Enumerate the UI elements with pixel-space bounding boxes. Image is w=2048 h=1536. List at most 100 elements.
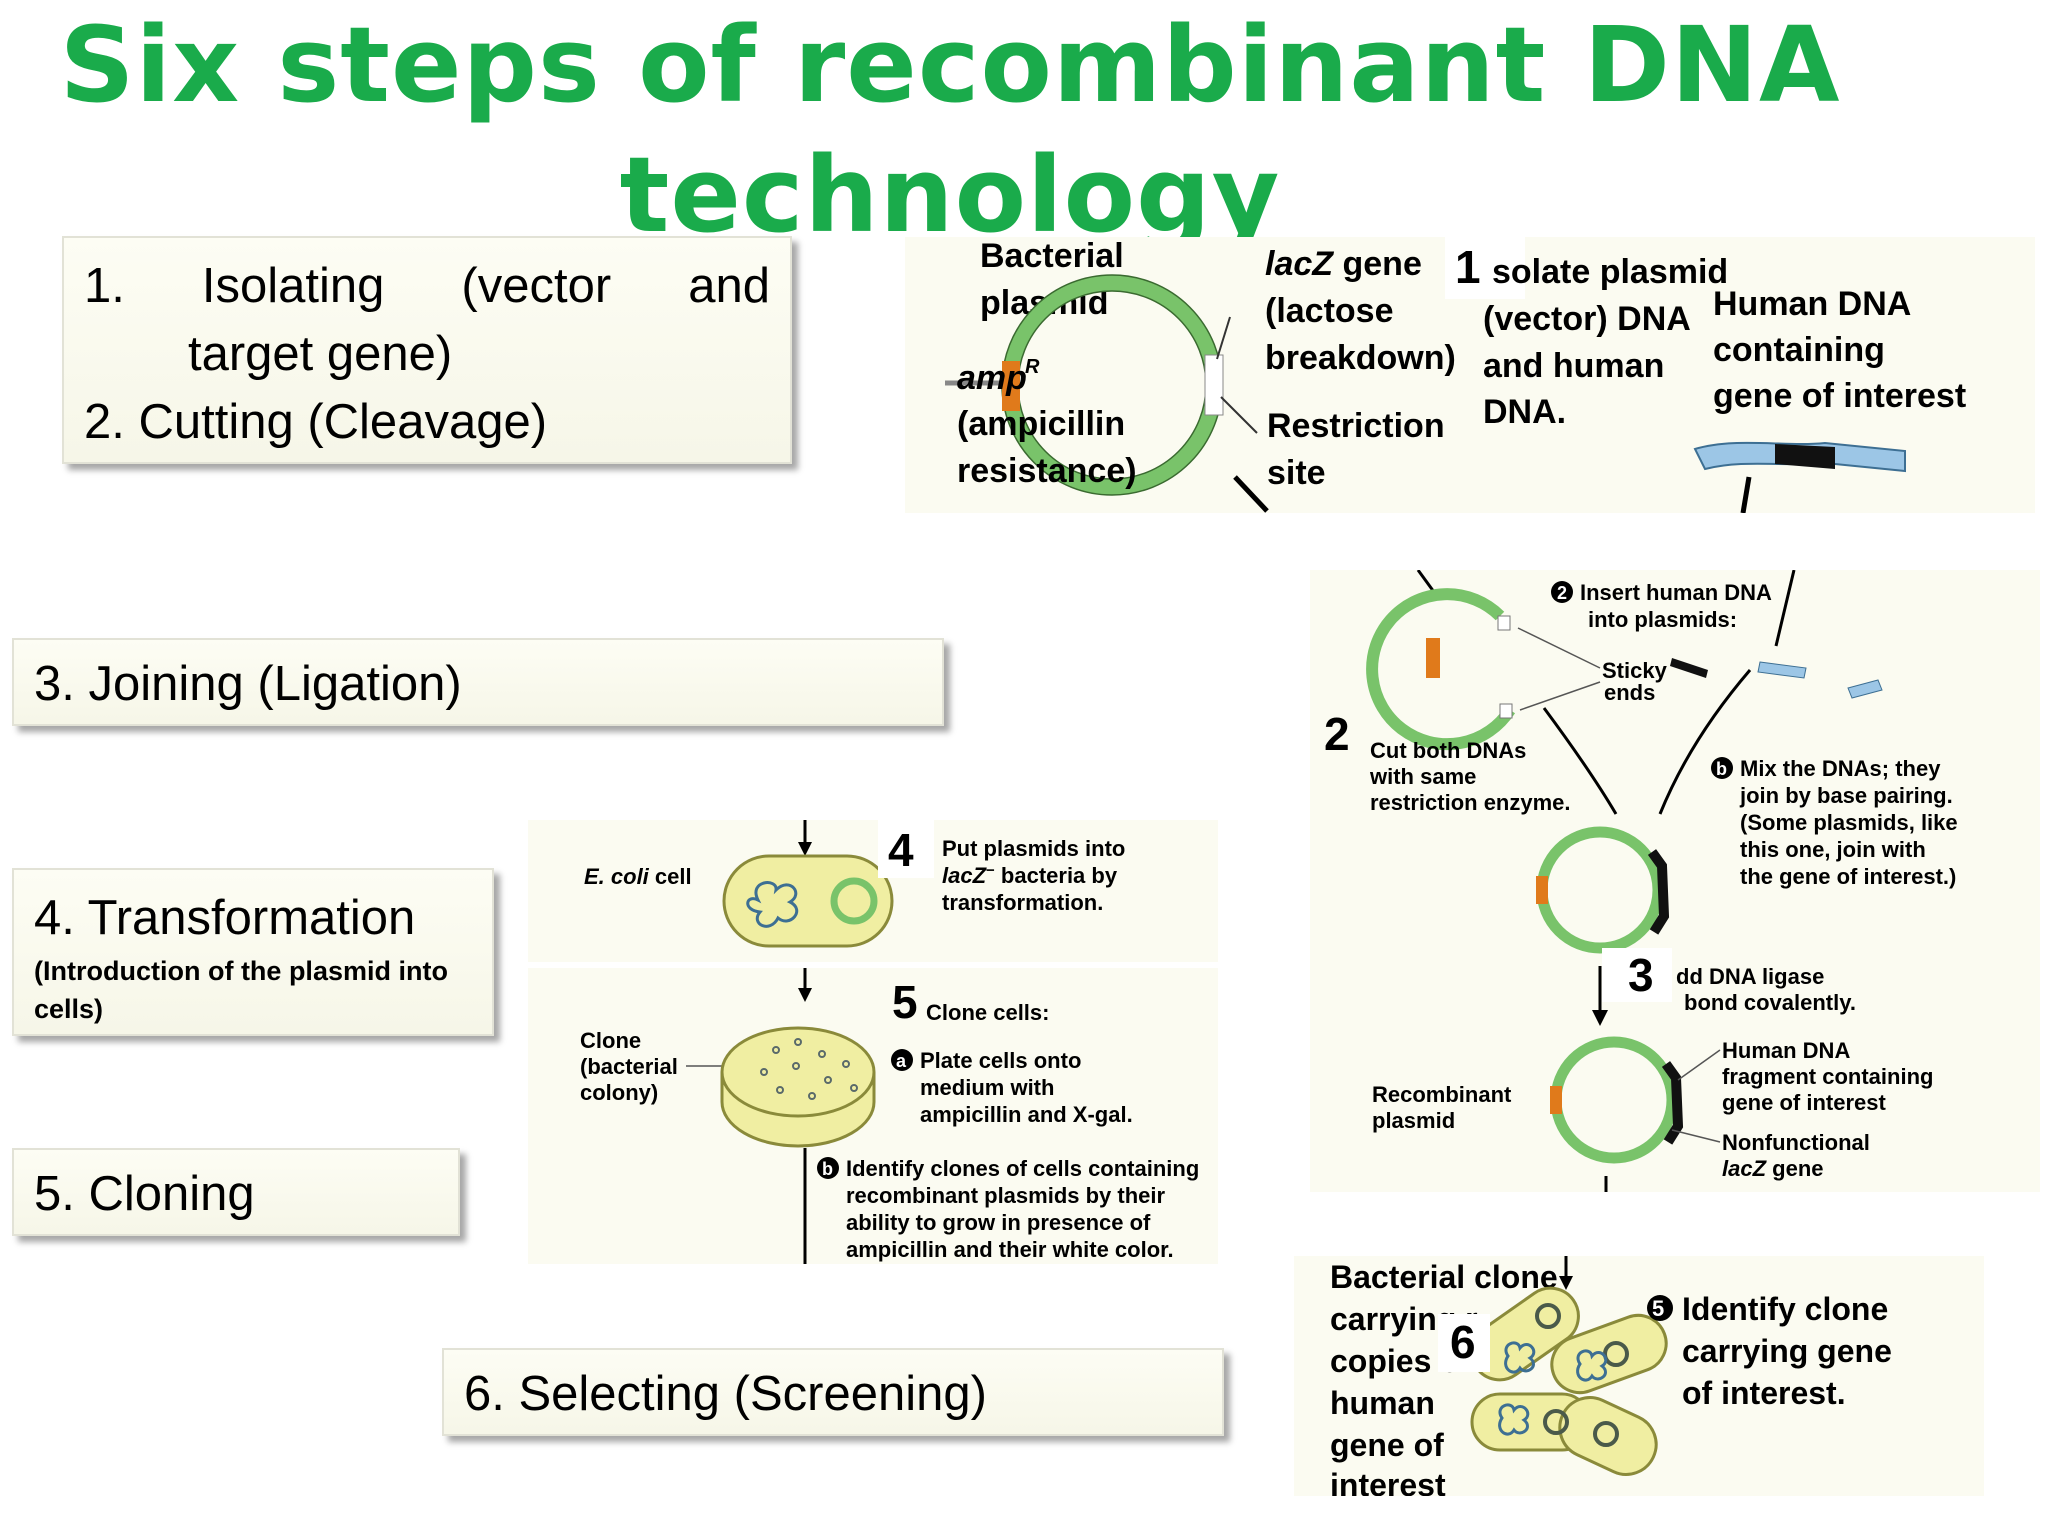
label-human-fragment-2: fragment containing [1722, 1064, 1933, 1089]
label-put-3: transformation. [942, 890, 1103, 915]
amp-gene-segment [1002, 361, 1020, 411]
diagram-panel-transformation: E. coli cell 4 Put plasmids into lacZ− b… [528, 820, 1218, 962]
step-2-label: 2. Cutting (Cleavage) [84, 395, 548, 449]
label-lactose: (lactose [1265, 292, 1394, 330]
joined-plasmid-amp [1536, 876, 1548, 904]
badge-5 [1647, 1295, 1673, 1321]
nonfunctional-pointer [1671, 1129, 1721, 1143]
colonies [760, 1038, 858, 1100]
step-1-number: 1. [84, 259, 125, 313]
step-number-5: 5 [892, 976, 918, 1028]
label-amp: amp [957, 359, 1027, 397]
gene-of-interest-segment [1775, 444, 1835, 469]
label-isolate-3: and human [1483, 347, 1664, 385]
step-box-4: 4. Transformation (Introduction of the p… [12, 868, 494, 1036]
label-put-2: lacZ− bacteria by [942, 862, 1118, 888]
label-resistance: resistance) [957, 452, 1137, 490]
label-restriction: Restriction [1267, 407, 1445, 445]
label-put-lacz: lacZ [942, 863, 988, 888]
step-number-bg-1 [1445, 237, 1525, 299]
label-nonfunctional: Nonfunctional [1722, 1130, 1870, 1155]
petri-dish-top [720, 1026, 876, 1118]
step-5-label: 5. Cloning [34, 1167, 255, 1221]
label-plate-2: medium with [920, 1075, 1054, 1100]
step-4-subtitle: (Introduction of the plasmid into cells) [34, 952, 472, 1028]
label-identify-clone-3: of interest. [1682, 1375, 1846, 1411]
clone-chromosome [1498, 1403, 1530, 1436]
label-human-fragment-1: Human DNA [1722, 1038, 1850, 1063]
arrow-to-join-left [1542, 707, 1618, 815]
step-1-word-1: Isolating [201, 259, 385, 313]
label-isolate-4: DNA. [1483, 393, 1566, 431]
arrow-stub-right [1740, 476, 1752, 513]
step-1-line: 1. Isolating (vector and [84, 252, 770, 320]
label-site: site [1267, 454, 1326, 492]
label-ampicillin: (ampicillin [957, 405, 1125, 443]
step-number-4: 4 [888, 824, 914, 876]
recombinant-plasmid [1550, 1036, 1678, 1164]
label-ligase-1: dd DNA ligase [1676, 964, 1824, 989]
label-clone-2: (bacterial [580, 1054, 678, 1079]
step-number-6: 6 [1450, 1316, 1476, 1368]
label-bacterial-clone-4: human [1330, 1385, 1435, 1421]
label-mix-2: join by base pairing. [1739, 783, 1953, 808]
clone-cell [1550, 1313, 1668, 1395]
transformation-svg: E. coli cell 4 Put plasmids into lacZ− b… [584, 820, 1125, 948]
inserted-plasmid [830, 877, 878, 925]
label-identify-1: Identify clones of cells containing [846, 1156, 1199, 1181]
cut-plasmid [1366, 588, 1516, 751]
step-1-word-2: (vector [461, 259, 612, 313]
label-breakdown: breakdown) [1265, 339, 1456, 377]
spacer [668, 968, 1068, 970]
label-insert-2: into plasmids: [1588, 607, 1737, 632]
colony [850, 1084, 858, 1092]
diagram-panel-cloning: 5 Clone cells: Clone (bacterial colony) … [528, 968, 1218, 1264]
label-bacterial-clone-1: Bacterial clone [1330, 1259, 1558, 1295]
label-put-minus: − [986, 862, 995, 879]
arrowhead-plate [798, 988, 812, 1002]
diagram-panel-cut-join: 2 Insert human DNA into plasmids: Sticky… [1310, 570, 2040, 1192]
fragment-pointer [1677, 1049, 1721, 1081]
label-identify-2: recombinant plasmids by their [846, 1183, 1166, 1208]
lacz-pointer [1216, 316, 1231, 360]
badge-2-text: 2 [1557, 583, 1567, 603]
label-identify-clone-1: Identify clone [1682, 1291, 1888, 1327]
joined-plasmid-insert [1647, 849, 1670, 935]
label-put-bacteria: bacteria by [995, 863, 1118, 888]
colony [772, 1046, 780, 1054]
step-1-word-3: and [688, 259, 770, 313]
label-insert-1: Insert human DNA [1580, 580, 1772, 605]
label-ligase-2: bond covalently. [1684, 990, 1856, 1015]
step-4-label: 4. Transformation [34, 891, 416, 945]
label-nonfunctional-2: lacZ gene [1722, 1156, 1824, 1181]
label-containing: containing [1713, 331, 1885, 369]
cut-human-dna-1 [1757, 661, 1807, 679]
label-bacterial-clone-5: gene of [1330, 1427, 1444, 1463]
label-bacterial-clone-6: interest [1330, 1467, 1446, 1496]
colony [794, 1038, 802, 1046]
cut-gene-fragment [1670, 658, 1708, 678]
restriction-pointer [1220, 396, 1258, 434]
colony [842, 1060, 850, 1068]
label-ecoli-italic: E. coli [584, 864, 650, 889]
label-nf-gene: gene [1766, 1156, 1823, 1181]
label-mix-3: (Some plasmids, like [1740, 810, 1958, 835]
diagram-panel-selecting: Bacterial clone carrying r copies of hum… [1294, 1256, 1984, 1496]
colony [824, 1076, 832, 1084]
title-line-1: Six steps of recombinant DNA [59, 4, 1841, 126]
step-4-subtitle-line-2: cells) [34, 994, 104, 1024]
label-human-dna: Human DNA [1713, 285, 1911, 323]
step-box-1-2: 1. Isolating (vector and target gene) 2.… [62, 236, 792, 464]
label-ends: ends [1604, 680, 1655, 705]
step-number-3: 3 [1628, 949, 1654, 1001]
cut-plasmid-amp [1426, 638, 1440, 678]
clone-plasmid [1535, 1303, 1561, 1329]
label-gene-of-interest: gene of interest [1713, 377, 1966, 415]
label-isolate-1: solate plasmid [1492, 253, 1728, 291]
label-cut-1: Cut both DNAs [1370, 738, 1526, 763]
label-mix-1: Mix the DNAs; they [1740, 756, 1941, 781]
step-number-1: 1 [1455, 241, 1481, 293]
recombinant-plasmid-amp [1550, 1086, 1562, 1114]
label-plate-3: ampicillin and X-gal. [920, 1102, 1133, 1127]
step-number-bg-4 [878, 820, 934, 878]
